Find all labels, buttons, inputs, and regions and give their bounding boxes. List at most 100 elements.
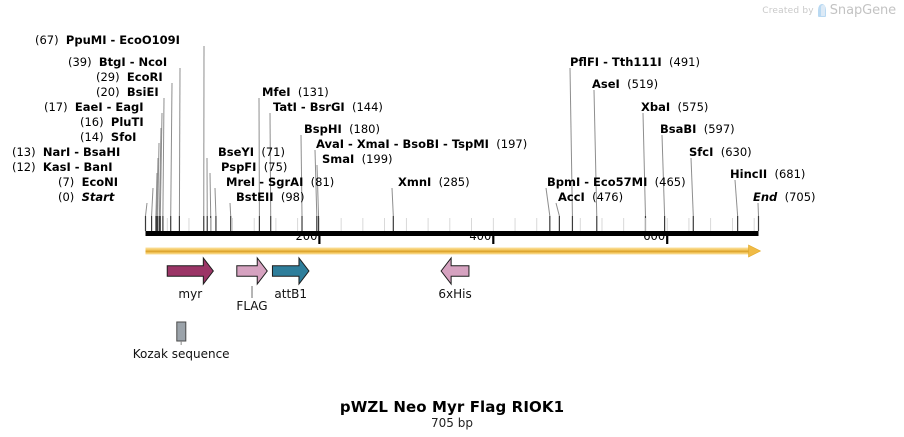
enzyme-leader-line [209, 172, 212, 217]
enzyme-name: EaeI [74, 100, 103, 114]
enzyme-names: BspHI [304, 122, 342, 136]
enzyme-names: BsaBI [660, 122, 696, 136]
enzyme-label-ppumi-ecoo109i[interactable]: (67) PpuMI - EcoO109I [35, 33, 180, 47]
enzyme-position: (491) [669, 55, 700, 69]
enzyme-leader-lines [144, 45, 760, 231]
enzyme-name: AvaI [316, 137, 345, 151]
enzyme-name: BspHI [304, 122, 342, 136]
enzyme-label-btgi-ncoi[interactable]: (39) BtgI - NcoI [68, 55, 167, 69]
enzyme-label-tati-bsrgi[interactable]: TatI - BsrGI (144) [273, 100, 383, 114]
enzyme-leader-line [316, 164, 320, 217]
enzyme-name-separator: - [389, 137, 403, 151]
enzyme-label-mfei[interactable]: MfeI (131) [262, 85, 329, 99]
enzyme-name-separator: - [255, 175, 268, 189]
plasmid-length: 705 bp [431, 416, 473, 430]
enzyme-name: XmnI [398, 175, 432, 189]
enzyme-name-separator: - [344, 137, 357, 151]
enzyme-name: EagI [115, 100, 144, 114]
enzyme-label-end[interactable]: End (705) [753, 190, 816, 204]
enzyme-leader-line [158, 127, 162, 217]
feature-arrow-6xhis[interactable] [440, 256, 470, 286]
enzyme-names: XbaI [641, 100, 670, 114]
enzyme-position: (519) [627, 77, 659, 91]
enzyme-names: HincII [730, 167, 767, 181]
snapgene-watermark: Created by SnapGene [762, 3, 896, 18]
enzyme-position: (16) [80, 115, 104, 129]
enzyme-name: BtgI [98, 55, 126, 69]
enzyme-label-nari-bsahi[interactable]: (13) NarI - BsaHI [12, 145, 120, 159]
enzyme-label-bsabi[interactable]: BsaBI (597) [660, 122, 735, 136]
enzyme-label-acci[interactable]: AccI (476) [558, 190, 623, 204]
sequence-ruler [145, 218, 759, 244]
enzyme-names: SfoI [111, 130, 136, 144]
enzyme-label-pspfi[interactable]: PspFI (75) [221, 160, 287, 174]
enzyme-label-bpmi-eco57mi[interactable]: BpmI - Eco57MI (465) [547, 175, 686, 189]
enzyme-leader-line [300, 134, 303, 217]
enzyme-name-separator: - [70, 145, 84, 159]
enzyme-label-ecori[interactable]: (29) EcoRI [96, 70, 163, 84]
enzyme-label-bsiei[interactable]: (20) BsiEI [96, 85, 159, 99]
enzyme-label-avai-xmai-bsobi-tspmi[interactable]: AvaI - XmaI - BsoBI - TspMI (197) [316, 137, 527, 151]
enzyme-name: Start [81, 190, 115, 204]
enzyme-name: BpmI [547, 175, 581, 189]
enzyme-name: End [753, 190, 778, 204]
enzyme-name-separator: - [125, 55, 139, 69]
enzyme-name: AccI [558, 190, 585, 204]
enzyme-label-hincii[interactable]: HincII (681) [730, 167, 805, 181]
enzyme-position: (75) [263, 160, 288, 174]
enzyme-name: BsaHI [83, 145, 121, 159]
enzyme-label-xmni[interactable]: XmnI (285) [398, 175, 470, 189]
feature-arrow-myr[interactable] [166, 256, 214, 286]
enzyme-position: (144) [352, 100, 383, 114]
enzyme-name: TspMI [451, 137, 489, 151]
enzyme-label-kasi-bani[interactable]: (12) KasI - BanI [12, 160, 113, 174]
enzyme-position: (630) [720, 145, 752, 159]
enzyme-names: TatI - BsrGI [273, 100, 345, 114]
watermark-prefix: Created by [762, 5, 814, 16]
enzyme-label-econi[interactable]: (7) EcoNI [58, 175, 118, 189]
enzyme-names: End [753, 190, 777, 204]
enzyme-label-sfoi[interactable]: (14) SfoI [80, 130, 136, 144]
enzyme-name: KasI [42, 160, 71, 174]
strand-arrow-head [748, 244, 762, 258]
enzyme-label-start[interactable]: (0) Start [58, 190, 114, 204]
feature-arrow-attb1[interactable] [271, 256, 310, 286]
enzyme-position: (29) [96, 70, 120, 84]
enzyme-name: XmaI [356, 137, 390, 151]
enzyme-leader-line [178, 67, 181, 217]
plasmid-title: pWZL Neo Myr Flag RIOK1 [339, 398, 565, 416]
feature-arrows [166, 256, 470, 345]
enzyme-names: KasI - BanI [43, 160, 113, 174]
feature-label-myr: myr [178, 287, 203, 301]
enzyme-label-bsphi[interactable]: BspHI (180) [304, 122, 380, 136]
enzyme-leader-line [151, 187, 154, 217]
enzyme-position: (465) [654, 175, 686, 189]
ruler-tick-label-200: 200 [295, 229, 318, 243]
ruler-tick-label-400: 400 [469, 229, 492, 243]
enzyme-label-sfci[interactable]: SfcI (630) [689, 145, 752, 159]
snapgene-logo-icon [817, 4, 826, 17]
enzyme-leader-line [569, 67, 573, 217]
enzyme-position: (98) [280, 190, 305, 204]
enzyme-label-pluti[interactable]: (16) PluTI [80, 115, 144, 129]
enzyme-leader-line [642, 112, 646, 217]
enzyme-label-smai[interactable]: SmaI (199) [322, 152, 393, 166]
enzyme-position: (180) [349, 122, 380, 136]
enzyme-name: BseYI [218, 145, 255, 159]
feature-label-attb1: attB1 [274, 287, 308, 301]
enzyme-names: SmaI [322, 152, 354, 166]
enzyme-name-separator: - [106, 33, 120, 47]
enzyme-label-mrei-sgrai[interactable]: MreI - SgrAI (81) [226, 175, 334, 189]
feature-arrow-flag[interactable] [236, 256, 268, 286]
enzyme-name: SmaI [322, 152, 355, 166]
enzyme-label-bseyi[interactable]: BseYI (71) [218, 145, 285, 159]
enzyme-label-pflfi-tth111i[interactable]: PflFI - Tth111I (491) [570, 55, 700, 69]
enzyme-label-bsteii[interactable]: BstEII (98) [236, 190, 304, 204]
enzyme-position: (13) [12, 145, 36, 159]
enzyme-leader-line [229, 202, 232, 217]
enzyme-label-asei[interactable]: AseI (519) [592, 77, 658, 91]
enzyme-label-xbai[interactable]: XbaI (575) [641, 100, 708, 114]
enzyme-label-eaei-eagi[interactable]: (17) EaeI - EagI [44, 100, 144, 114]
misc-feature-box-kozak[interactable] [176, 321, 187, 342]
enzyme-name: BsoBI [402, 137, 440, 151]
